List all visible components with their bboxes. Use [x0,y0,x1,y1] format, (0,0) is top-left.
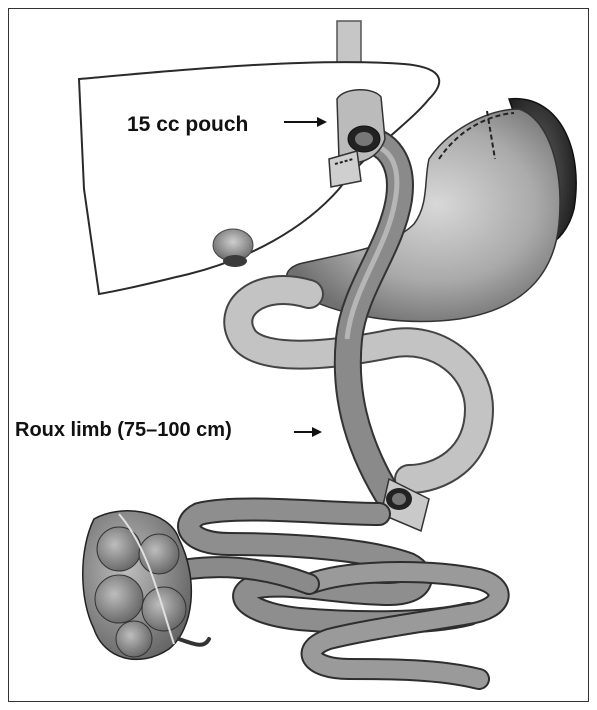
small-intestine [189,510,499,679]
roux-arrow [294,427,322,437]
pouch-label: 15 cc pouch [127,113,248,137]
roux-limb-label: Roux limb (75–100 cm) [15,419,232,442]
figure-frame: 15 cc pouch Roux limb (75–100 cm) [8,8,589,702]
anatomy-illustration [9,9,588,701]
